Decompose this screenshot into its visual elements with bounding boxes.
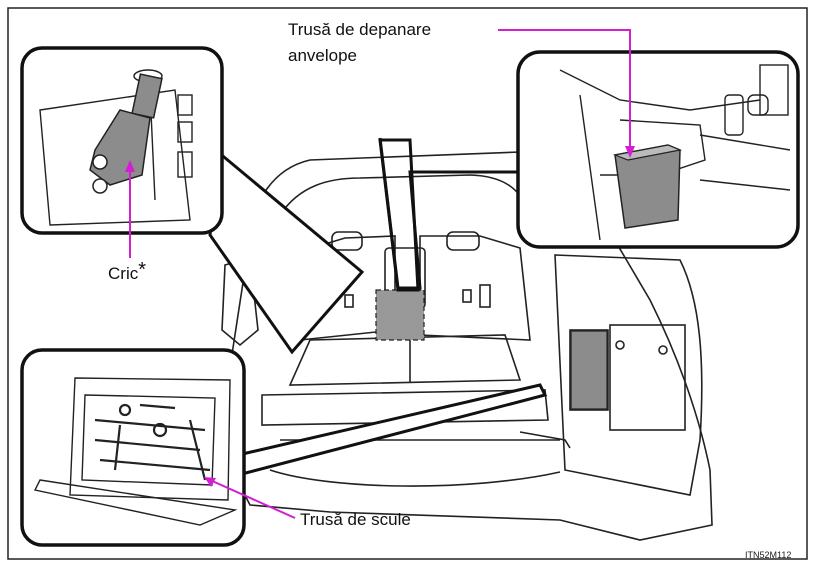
figure-code: ITN52M112 (745, 550, 791, 560)
tool-kit-label: Trusă de scule (300, 510, 411, 530)
jack-label-asterisk: * (138, 259, 146, 281)
jack-inset (22, 48, 222, 233)
repair-kit-label-line2: anvelope (288, 46, 357, 66)
repair-kit-location-highlight (376, 290, 424, 340)
repair-kit-inset (518, 52, 798, 247)
tool-kit-inset (22, 350, 244, 545)
repair-kit-label-line1: Trusă de depanare (288, 20, 431, 40)
jack-label: Cric* (108, 264, 146, 284)
tool-kit-panel-highlight (571, 331, 607, 409)
jack-label-text: Cric (108, 264, 138, 283)
